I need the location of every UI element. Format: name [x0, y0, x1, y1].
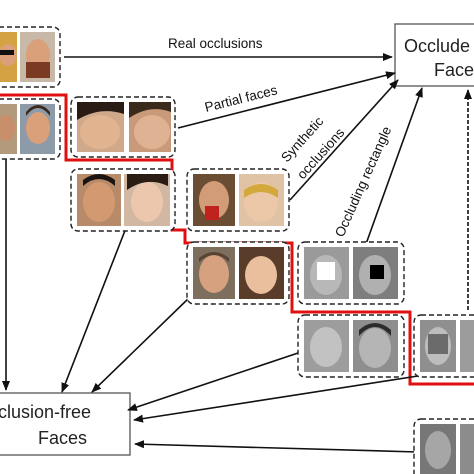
photo-group-occlusion-free-pair — [186, 241, 290, 305]
photo-group-frontal-faces — [70, 168, 176, 232]
arrow-to-free-1 — [61, 227, 127, 393]
occlusion-free-title-line1: clusion-free — [0, 402, 91, 422]
arrow-to-free-2 — [91, 296, 191, 393]
photo-group-grayscale-pair — [297, 314, 405, 378]
arrow-occluding-rectangle — [365, 87, 423, 245]
photo-group-bottom-right — [413, 418, 474, 474]
label-real-occlusions: Real occlusions — [168, 36, 263, 51]
occluded-faces-title-line2: Faces — [434, 60, 474, 80]
photo-group-left-mid — [0, 98, 61, 160]
red-path — [0, 93, 474, 386]
photo-group-occluding-rectangle — [297, 241, 405, 305]
photo-group-synthetic-occlusions — [186, 168, 290, 232]
photo-group-real-occlusion — [0, 26, 61, 88]
arrow-to-free-5 — [134, 440, 419, 453]
occluded-faces-box: Occlude Faces — [394, 23, 474, 87]
label-partial-faces: Partial faces — [203, 82, 279, 115]
occlusion-free-title-line2: Faces — [38, 428, 87, 448]
photo-group-partial-faces — [70, 96, 176, 158]
arrow-to-free-4 — [133, 375, 419, 423]
arrow-to-free-3 — [127, 350, 305, 411]
occlusion-free-faces-box: clusion-free Faces — [0, 392, 131, 456]
photo-group-hand-occlusion — [413, 314, 474, 378]
occluded-faces-title-line1: Occlude — [404, 36, 470, 56]
arrow-synthetic-occlusions — [289, 79, 399, 201]
arrow-partial-faces — [177, 71, 396, 129]
